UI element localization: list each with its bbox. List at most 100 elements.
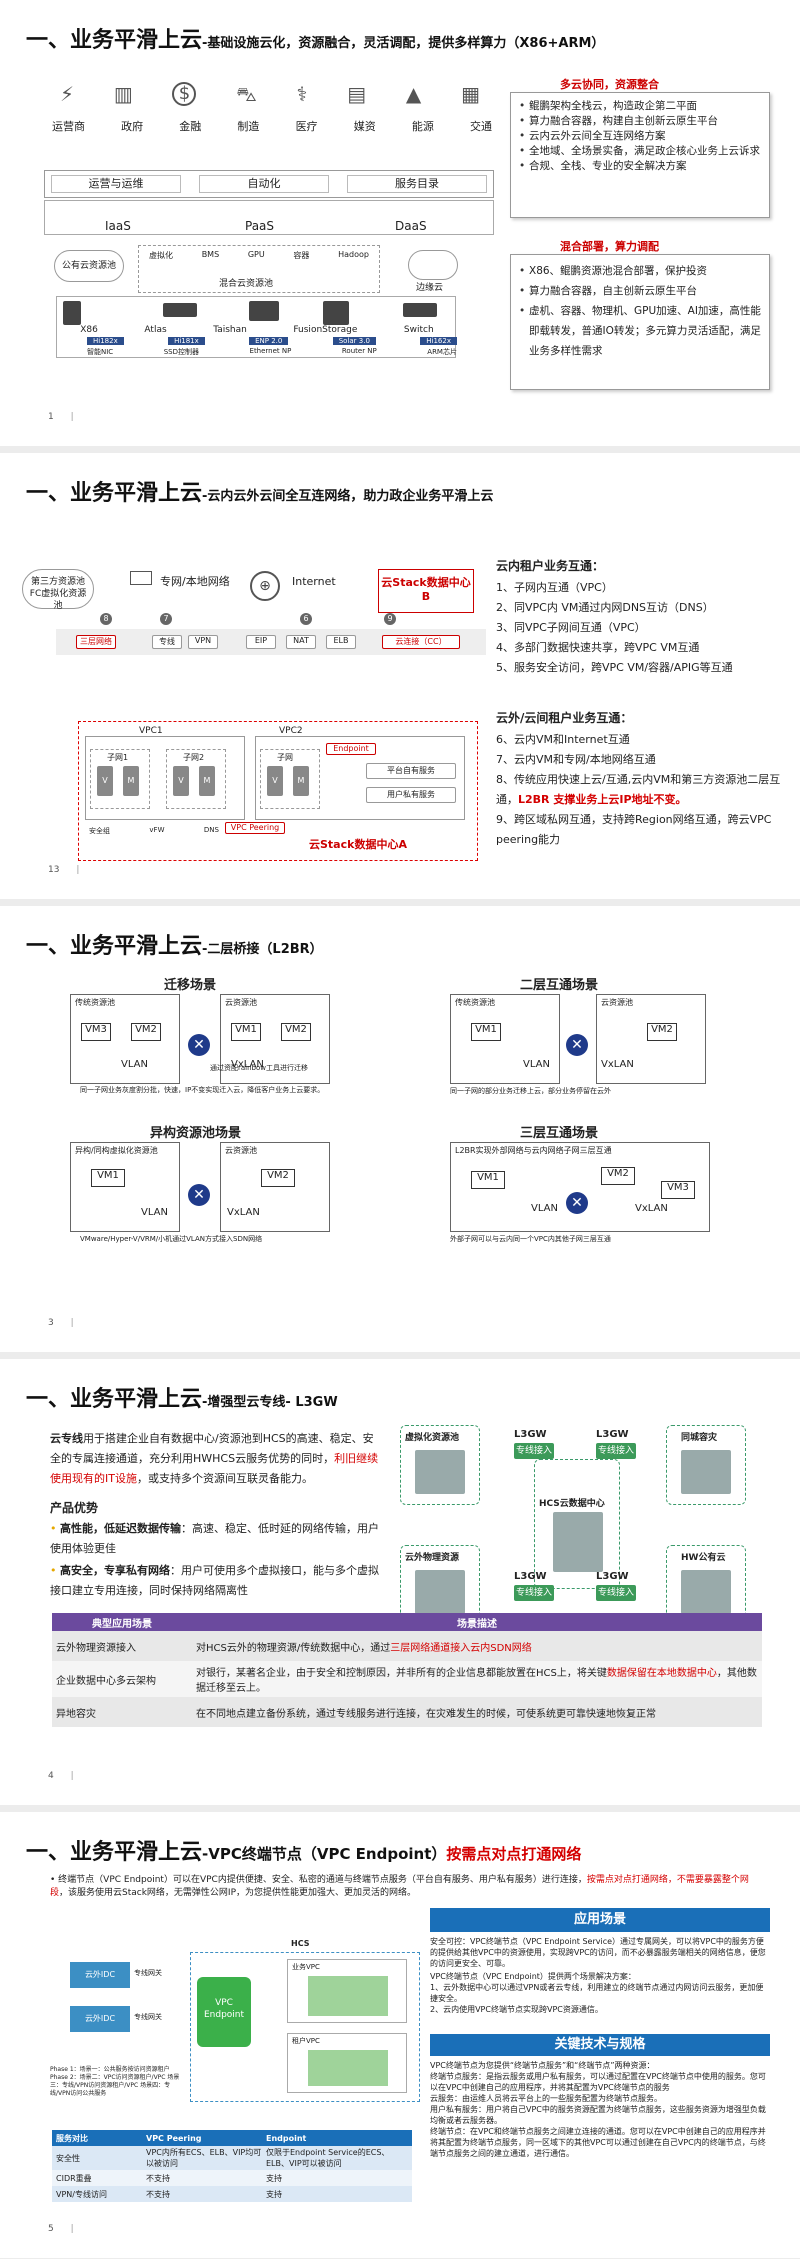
public-cloud-node: HW公有云 xyxy=(666,1545,746,1625)
server-cluster-icon xyxy=(681,1570,731,1614)
vm-icon: V xyxy=(97,766,113,796)
chip-name: ENP 2.0 xyxy=(249,337,289,345)
node-label: HCS云数据中心 xyxy=(539,1499,605,1509)
list-item: 用户私有服务：用户将自己VPC中的服务资源配置为终端节点服务，这些服务资源为增强… xyxy=(430,2105,766,2125)
industry-labels: 运营商 政府 金融 制造 医疗 媒资 能源 交通 xyxy=(52,118,492,134)
table-header-row: 服务对比 VPC Peering Endpoint xyxy=(52,2130,412,2146)
industry-label: 媒资 xyxy=(353,120,376,133)
hcs-boundary: HCS VPC Endpoint 业务VPC 租户VPC xyxy=(190,1939,420,2102)
chip-name: Hi181x xyxy=(168,337,205,345)
vpc-label: 租户VPC xyxy=(292,2037,320,2045)
globe-icon: ⊕ xyxy=(250,571,280,601)
vpc-label: VPC1 xyxy=(139,726,163,736)
vpc1-box: 子网1 V M 子网2 V M xyxy=(85,736,245,820)
step-number: 6 xyxy=(300,613,312,625)
storage-icon xyxy=(323,301,349,325)
industry-icons: ⚡ ▥ $ ⛍ ⚕ ▤ ▲ ▦ xyxy=(60,82,480,112)
vpc-endpoint-node: VPC Endpoint xyxy=(197,1977,251,2047)
table-header: 服务对比 xyxy=(56,2133,88,2143)
table-row: 异地容灾 在不同地点建立备份系统，通过专线服务进行连接，在灾难发生的时候，可使系… xyxy=(52,1697,762,1727)
paas-label: PaaS xyxy=(245,219,275,233)
slide-5: 一、业务平滑上云-VPC终端节点（VPC Endpoint）按需点对点打通网络 … xyxy=(0,1812,800,2258)
industry-label: 运营商 xyxy=(52,120,85,133)
pool-item: GPU xyxy=(247,250,265,259)
endpoint-diagram: 云外IDC 云外IDC 专线网关 专线网关 HCS VPC Endpoint 业… xyxy=(50,1916,420,2126)
chip-type: 智能NIC xyxy=(87,348,114,356)
server-cluster-icon xyxy=(415,1570,465,1614)
server-icon xyxy=(163,303,197,317)
line-access-tag: 专线接入 xyxy=(596,1585,636,1601)
vxlan-label: VxLAN xyxy=(635,1203,668,1214)
table-cell: 仅限于Endpoint Service的ECS、ELB、VIP可以被访问 xyxy=(266,2148,390,2168)
hw-brand: Atlas xyxy=(144,325,167,335)
table-cell: VPC内所有ECS、ELB、VIP均可以被访问 xyxy=(146,2148,262,2168)
vm-box: VM2 xyxy=(601,1167,635,1185)
l3gw-label: L3GW xyxy=(514,1571,547,1582)
tower-icon: ⚡ xyxy=(60,82,75,106)
box2: X86、鲲鹏资源池混合部署，保护投资 算力融合容器，自主创新云原生平台 虚机、容… xyxy=(510,254,770,390)
slide-4: 一、业务平滑上云-增强型云专线- L3GW 云专线用于搭建企业自有数据中心/资源… xyxy=(0,1359,800,1805)
gateway-bar: 三层网络 专线 VPN EIP NAT ELB 云连接（CC） xyxy=(56,629,486,655)
node-label: 同城容灾 xyxy=(681,1433,718,1443)
table-cell: 异地容灾 xyxy=(56,1708,96,1720)
list-item: X86、鲲鹏资源池混合部署，保护投资 xyxy=(517,261,763,281)
vm-icon: V xyxy=(267,766,283,796)
cloud-pool-box: 云资源池 VM1 VM2 VxLAN xyxy=(220,994,330,1084)
list-item: 安全可控：VPC终端节点（VPC Endpoint Service）通过专属网关… xyxy=(430,1937,766,1968)
slide-title: 一、业务平滑上云-云内云外云间全互连网络，助力政企业务平滑上云 xyxy=(26,481,494,506)
edge-cloud-label: 边缘云 xyxy=(416,283,444,293)
gateway-box: 三层网络 xyxy=(76,635,116,649)
page-number: 13 xyxy=(48,865,79,875)
dna-icon: ⚕ xyxy=(296,82,308,106)
chip-type: Ethernet NP xyxy=(249,347,292,355)
box1-list: 鲲鹏架构全栈云，构造政企第二平面 算力融合容器，构建自主创新云原生平台 云内云外… xyxy=(517,99,763,174)
table-header: 场景描述 xyxy=(457,1618,497,1630)
gateway-box: ELB xyxy=(326,635,356,649)
caption: 同一子网的部分业务迁移上云，部分业务停留在云外 xyxy=(450,1087,611,1095)
subnet-label: 子网 xyxy=(277,753,293,762)
table-row: 企业数据中心多云架构 对银行，某著名企业，由于安全和控制原因，并非所有的企业信息… xyxy=(52,1661,762,1697)
industry-label: 医疗 xyxy=(295,120,318,133)
line-access-tag: 专线接入 xyxy=(514,1443,554,1459)
list-item: 7、云内VM和专网/本地网络互通 xyxy=(496,753,656,766)
private-network-label: 专网/本地网络 xyxy=(160,575,230,588)
advantage-heading: 产品优势 xyxy=(50,1501,99,1515)
list-heading: 云外/云间租户业务互通： xyxy=(496,711,633,725)
service-block xyxy=(308,1976,388,2016)
table-header: Endpoint xyxy=(266,2133,307,2143)
service-block xyxy=(308,2050,388,2086)
table-cell: 安全性 xyxy=(56,2153,80,2163)
list-item: 合规、全栈、专业的安全解决方案 xyxy=(517,159,763,174)
vpc-label: VPC2 xyxy=(279,726,303,736)
car-icon: ⛍ xyxy=(236,82,257,106)
vm-box: VM2 xyxy=(647,1023,677,1041)
switch-icon xyxy=(403,303,437,317)
energy-icon: ▲ xyxy=(405,82,422,106)
vm-icon: V xyxy=(173,766,189,796)
vm-box: VM2 xyxy=(261,1169,295,1187)
hcs-center-node: HCS云数据中心 xyxy=(534,1459,620,1589)
pool-label: 云资源池 xyxy=(601,998,633,1007)
intro-text: 云专线用于搭建企业自有数据中心/资源池到HCS的高速、稳定、安全的专属连接通道，… xyxy=(50,1432,379,1485)
table-header-row: 典型应用场景 场景描述 xyxy=(52,1613,762,1631)
box1-heading: 多云协同，资源整合 xyxy=(560,78,659,91)
list-item: 全地域、全场景实备，满足政企核心业务上云诉求 xyxy=(517,144,763,159)
external-resource-node: 云外物理资源 xyxy=(400,1545,480,1625)
table-row: VPN/专线访问 不支持 支持 xyxy=(52,2186,412,2202)
ops-box: 运营与运维 xyxy=(51,175,181,193)
news-icon: ▤ xyxy=(347,82,367,106)
box1: 鲲鹏架构全栈云，构造政企第二平面 算力融合容器，构建自主创新云原生平台 云内云外… xyxy=(510,92,770,218)
vm-box: VM1 xyxy=(471,1171,505,1189)
scene-title: 迁移场景 xyxy=(164,978,217,993)
chip-name: Solar 3.0 xyxy=(332,337,376,345)
vm-box: VM3 xyxy=(661,1181,695,1199)
service-vpc: 业务VPC xyxy=(287,1959,407,2023)
l3gw-label: L3GW xyxy=(514,1429,547,1440)
box2-heading: 混合部署，算力调配 xyxy=(560,240,659,253)
table-row: 云外物理资源接入 对HCS云外的物理资源/传统数据中心，通过三层网络通道接入云内… xyxy=(52,1631,762,1661)
interop-list-2: 云外/云间租户业务互通： 6、云内VM和Internet互通 7、云内VM和专网… xyxy=(496,709,786,850)
industry-label: 政府 xyxy=(121,120,144,133)
internet-label: Internet xyxy=(292,575,336,588)
l3gw-label: L3GW xyxy=(596,1571,629,1582)
step-number: 8 xyxy=(100,613,112,625)
